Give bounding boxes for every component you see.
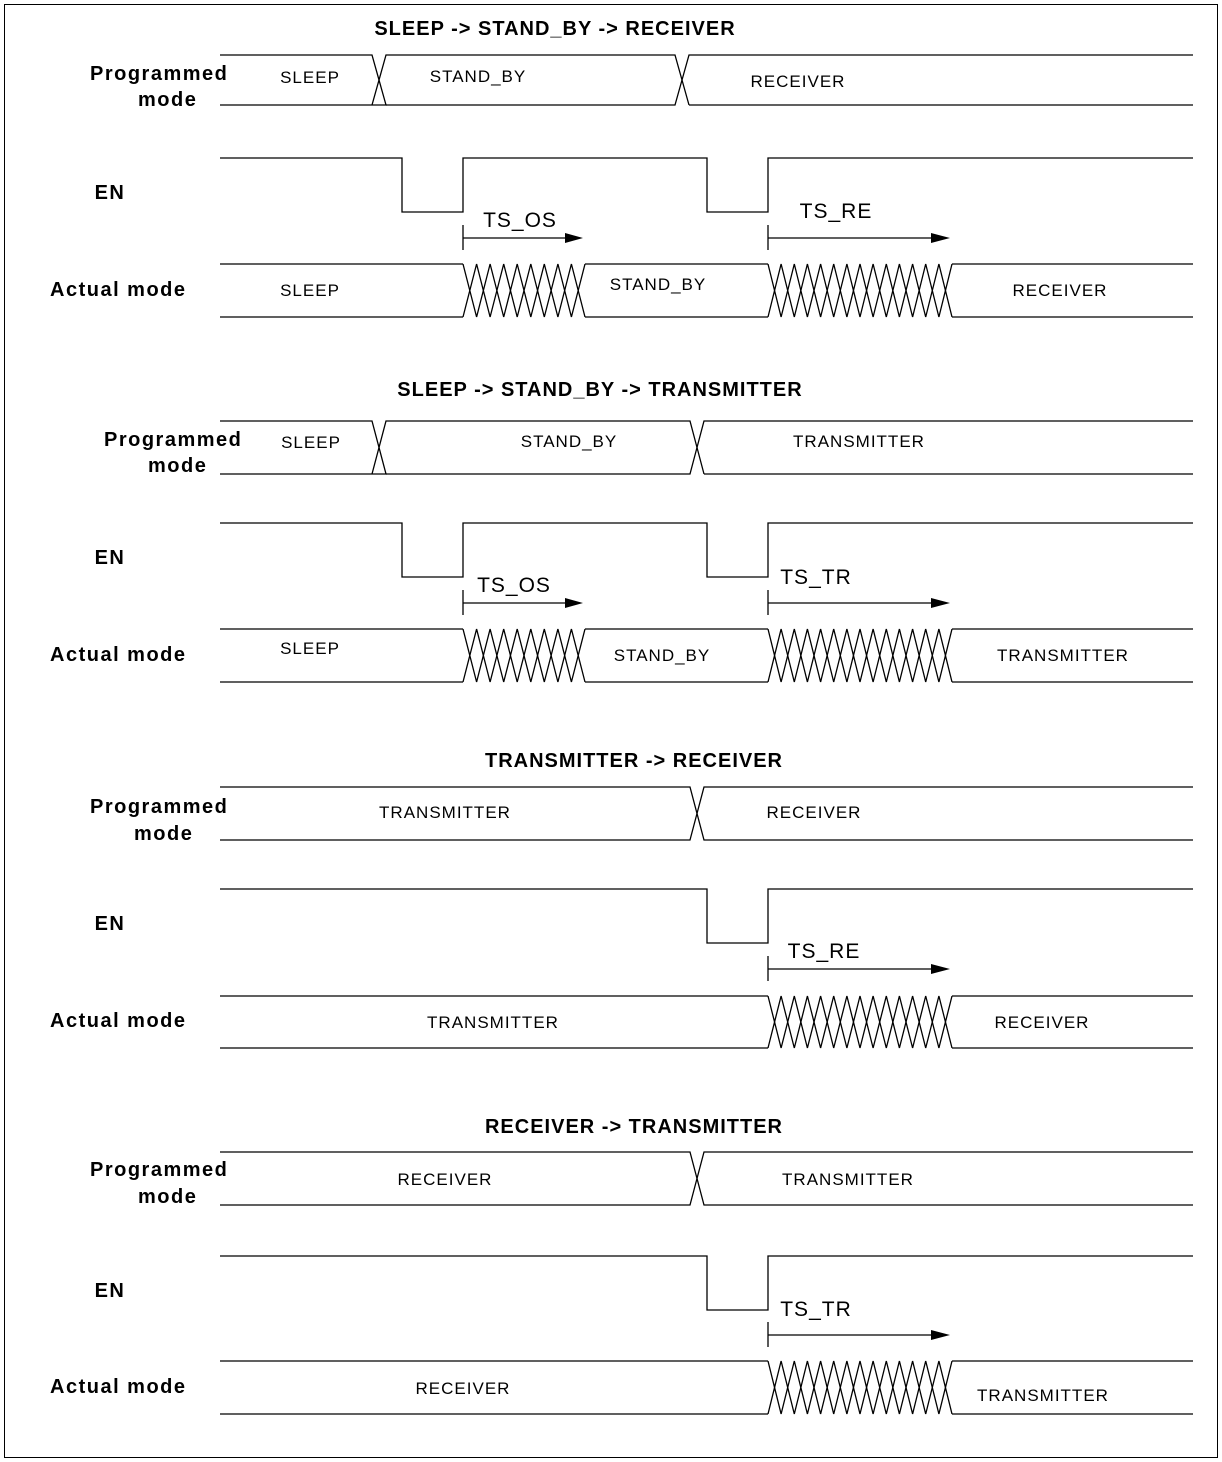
programmed-label-line1: Programmed	[90, 1159, 228, 1181]
programmed-label-line2: mode	[138, 1186, 197, 1208]
section-1: SLEEP -> STAND_BY -> RECEIVER Programmed…	[50, 18, 1193, 318]
actual-state: SLEEP	[280, 639, 340, 658]
timing-arrow	[462, 590, 583, 615]
programmed-state: STAND_BY	[430, 67, 527, 86]
timing-label: TS_RE	[800, 200, 873, 223]
programmed-mode-signal	[220, 420, 1193, 475]
programmed-label-line2: mode	[148, 455, 207, 477]
en-signal	[220, 888, 1193, 944]
en-signal	[220, 157, 1193, 213]
timing-arrow	[767, 956, 950, 981]
actual-label: Actual mode	[50, 1010, 187, 1032]
actual-state: STAND_BY	[614, 646, 711, 665]
programmed-label-line1: Programmed	[90, 796, 228, 818]
actual-state: TRANSMITTER	[977, 1386, 1109, 1405]
transition-hatch	[767, 263, 953, 318]
programmed-state: RECEIVER	[767, 803, 862, 822]
actual-mode-signal	[220, 263, 1193, 318]
en-signal	[220, 522, 1193, 578]
programmed-state: TRANSMITTER	[379, 803, 511, 822]
en-signal	[220, 1255, 1193, 1311]
timing-arrow	[767, 225, 950, 250]
timing-arrow	[767, 1322, 950, 1347]
en-label: EN	[95, 547, 126, 569]
transition-hatch	[767, 628, 953, 683]
timing-label: TS_TR	[780, 566, 852, 589]
actual-mode-signal	[220, 995, 1193, 1049]
actual-mode-signal	[220, 1360, 1193, 1415]
transition-hatch	[767, 628, 953, 683]
actual-state: RECEIVER	[1013, 281, 1108, 300]
actual-state: TRANSMITTER	[997, 646, 1129, 665]
timing-arrow	[462, 225, 583, 250]
timing-label: TS_RE	[788, 940, 861, 963]
programmed-state: SLEEP	[281, 433, 341, 452]
actual-mode-signal	[220, 628, 1193, 683]
programmed-label-line1: Programmed	[104, 429, 242, 451]
actual-state: TRANSMITTER	[427, 1013, 559, 1032]
programmed-mode-signal	[220, 1151, 1193, 1206]
actual-label: Actual mode	[50, 1376, 187, 1398]
en-label: EN	[95, 913, 126, 935]
transition-hatch	[767, 1360, 953, 1415]
actual-state: SLEEP	[280, 281, 340, 300]
programmed-label-line2: mode	[134, 823, 193, 845]
programmed-label-line2: mode	[138, 89, 197, 111]
programmed-state: RECEIVER	[751, 72, 846, 91]
actual-label: Actual mode	[50, 644, 187, 666]
section-title: RECEIVER -> TRANSMITTER	[485, 1116, 783, 1138]
transition-hatch	[462, 263, 586, 318]
timing-label: TS_OS	[477, 574, 551, 597]
en-label: EN	[95, 182, 126, 204]
programmed-mode-signal	[220, 786, 1193, 841]
programmed-mode-signal	[220, 54, 1193, 106]
section-3: TRANSMITTER -> RECEIVER Programmed mode …	[50, 750, 1193, 1049]
section-title: TRANSMITTER -> RECEIVER	[485, 750, 783, 772]
transition-hatch	[767, 995, 953, 1049]
actual-label: Actual mode	[50, 279, 187, 301]
en-label: EN	[95, 1280, 126, 1302]
section-4: RECEIVER -> TRANSMITTER Programmed mode …	[50, 1116, 1193, 1415]
programmed-state: SLEEP	[280, 68, 340, 87]
transition-hatch	[767, 263, 953, 318]
transition-hatch	[462, 628, 586, 683]
transition-hatch	[767, 995, 953, 1049]
actual-state: RECEIVER	[416, 1379, 511, 1398]
transition-hatch	[767, 1360, 953, 1415]
section-title: SLEEP -> STAND_BY -> RECEIVER	[374, 18, 735, 40]
programmed-label-line1: Programmed	[90, 63, 228, 85]
section-title: SLEEP -> STAND_BY -> TRANSMITTER	[397, 379, 802, 401]
section-2: SLEEP -> STAND_BY -> TRANSMITTER Program…	[50, 379, 1193, 683]
programmed-state: STAND_BY	[521, 432, 618, 451]
timing-arrow	[767, 590, 950, 615]
actual-state: STAND_BY	[610, 275, 707, 294]
programmed-state: TRANSMITTER	[793, 432, 925, 451]
programmed-state: TRANSMITTER	[782, 1170, 914, 1189]
actual-state: RECEIVER	[995, 1013, 1090, 1032]
diagram-frame	[4, 4, 1218, 1458]
timing-label: TS_OS	[483, 209, 557, 232]
programmed-state: RECEIVER	[398, 1170, 493, 1189]
timing-label: TS_TR	[780, 1298, 852, 1321]
